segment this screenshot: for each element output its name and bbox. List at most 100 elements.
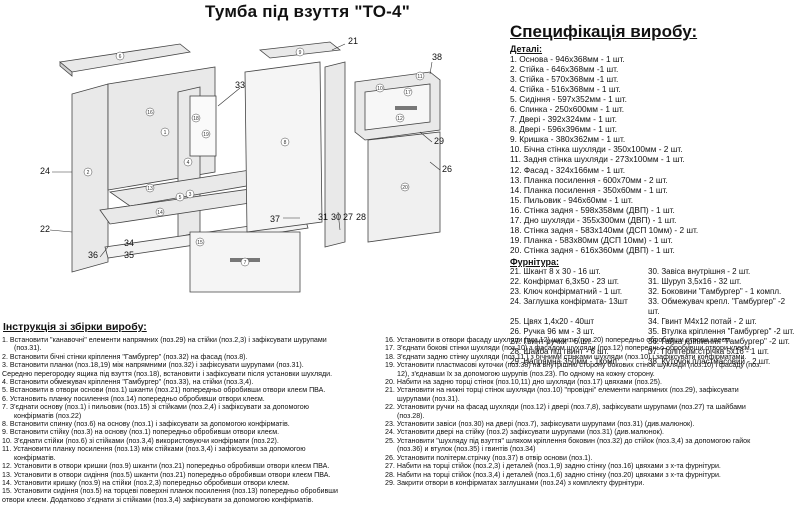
fitting-item: 37. Політерм.стрічка 5х16 - 1 шт. [648, 347, 769, 357]
part-marker: 5 [179, 195, 182, 201]
part-item: 4. Стійка - 516х368мм - 1 шт. [510, 84, 621, 95]
part-marker: 19 [203, 132, 209, 138]
fitting-item: 25. Цвях 1,4х20 - 40шт [510, 317, 595, 327]
callout-label: 21 [348, 36, 358, 46]
part-item: 12. Фасад - 324х166мм - 1 шт. [510, 164, 626, 175]
part-item: 9. Кришка - 380х362мм - 1 шт. [510, 134, 626, 145]
fitting-item: 36. Гайка кріплення "Гамбургер" -2 шт. [648, 337, 790, 347]
instruction-step: 14. Установити кришку (поз.9) на стійки … [2, 478, 290, 487]
instruction-step: 5. Встановити в отвори основи (поз.1) шк… [2, 386, 326, 395]
part-item: 20. Стінка задня - 616х360мм (ДВП) - 1 ш… [510, 244, 675, 255]
instruction-step: 17. З'єднати бокові стінки шухляди (поз.… [385, 344, 752, 353]
fitting-item: 30. Завіса внутрішня - 2 шт. [648, 266, 751, 276]
part-item: 14. Планка посилення - 350х60мм - 1 шт. [510, 184, 668, 195]
part-item: 6. Спинка - 250х600мм - 1 шт. [510, 104, 625, 115]
callout-label: 24 [40, 166, 50, 176]
instruction-step: 12. Установити в отвори кришки (поз.9) ш… [2, 462, 330, 471]
part-item: 2. Стійка - 646х368мм -1 шт. [510, 64, 619, 75]
right-stand [324, 61, 346, 248]
part-marker: 13 [147, 186, 153, 192]
instruction-step: 25. Установити "шухляду під взуття" шлях… [385, 436, 751, 445]
instruction-step: 15. Установити сидіння (поз.5) на торцев… [2, 487, 338, 496]
part-marker: 15 [197, 240, 203, 246]
instruction-step: 6. Установить планку посилення (поз.14) … [2, 394, 265, 403]
fitting-item: 21. Шкант 8 х 30 - 16 шт. [510, 266, 601, 276]
callout-label: 30 [331, 212, 341, 222]
instruction-step: (поз.28). [397, 411, 425, 420]
fitting-item: 23. Ключ конфірматний - 1 шт. [510, 287, 623, 297]
instruction-step: 8. Встановити спинку (поз.6) на основу (… [2, 420, 290, 429]
exploded-assembly-diagram: 21 38 33 24 22 36 35 34 37 31 30 27 28 2… [40, 36, 452, 293]
part-marker: 7 [244, 260, 247, 266]
part-item: 8. Двері - 596х396мм - 1 шт. [510, 124, 617, 135]
part-item: 10. Бічна стінка шухляди - 350х100мм - 2… [510, 144, 683, 155]
part-item: 18. Стінка задня - 583х140мм (ДСП 10мм) … [510, 224, 699, 235]
callout-label: 35 [124, 250, 134, 260]
fitting-item: 27. Гвинт ручки - 6 шт. [510, 337, 592, 347]
part-marker: 10 [377, 86, 383, 92]
part-marker: 11 [417, 74, 422, 80]
instructions-left-column: 1. Встановити "канавочні" елементи напря… [2, 336, 377, 504]
fitting-item: 29. Напрямна 350мм - 1комп. [510, 357, 620, 367]
instruction-step: 26. Установити політерм.стрічку (поз.37)… [385, 453, 593, 462]
fitting-item: 26. Ручка 96 мм - 3 шт. [510, 327, 595, 337]
instruction-step: отвори клеєм. Додатково з'єднати зі стій… [2, 495, 314, 504]
callout-label: 31 [318, 212, 328, 222]
part-marker: 20 [402, 185, 408, 191]
part-marker: 4 [187, 160, 190, 166]
part-item: 13. Планка посилення - 600х70мм - 2 шт. [510, 174, 668, 185]
fitting-item: 35. Втулка кріплення "Гамбургер" -2 шт. [648, 327, 795, 337]
callout-label: 22 [40, 224, 50, 234]
fitting-item: 28. Шайба під гвинт - 6 шт. [510, 347, 609, 357]
instruction-step: 3. Встановити планки (поз.18,19) між нап… [2, 361, 304, 370]
instruction-step: 1. Встановити "канавочні" елементи напря… [2, 336, 327, 344]
instruction-step: (поз.31). [14, 344, 42, 353]
callout-label: 33 [235, 80, 245, 90]
specification-panel: Специфікація виробу: Деталі: 1. Основа -… [508, 22, 798, 367]
part-item: 15. Пильовик - 946х60мм - 1 шт. [510, 194, 634, 205]
instruction-step: 7. З'єднати основу (поз.1) і пильовик (п… [2, 403, 309, 412]
part-marker: 17 [405, 90, 411, 96]
instruction-step: 24. Установити двері на стійку (поз.2) з… [385, 428, 665, 437]
part-item: 11. Задня стінка шухляди - 273х100мм - 1… [510, 154, 685, 165]
instruction-step: 29. Закрити отвори в конфірматах заглушк… [385, 478, 645, 487]
instruction-step: (поз.36) и втулок (поз.35) і гвинтів (по… [397, 445, 536, 454]
fitting-item: 32. Боковини "Гамбургер" - 1 компл. [648, 287, 782, 297]
instruction-step: конфірматів (поз.22) [14, 411, 82, 420]
left-stand [71, 83, 109, 273]
part-marker: 8 [284, 140, 287, 146]
instruction-step: конфірматів. [14, 453, 56, 462]
instruction-step: 16. Установити в отвори фасаду шухляди (… [385, 336, 732, 344]
instruction-step: 20. Набити на задню торці стінок (поз.10… [385, 378, 662, 387]
instruction-step: 2. Встановити бічні стінки кріплення "Га… [2, 352, 248, 361]
fitting-item: 34. Гвинт М4х12 потай - 2 шт. [648, 317, 757, 327]
instructions-right-column: 16. Установити в отвори фасаду шухляди (… [385, 336, 797, 487]
fitting-item: 24. Заглушка конфірмата- 13шт [510, 297, 628, 307]
instruction-step: 10. З'єднати стійки (поз.6) зі стійками … [2, 436, 279, 445]
callout-label: 38 [432, 52, 442, 62]
part-marker: 2 [87, 170, 90, 176]
part-marker: 16 [147, 110, 153, 116]
part-item: 16. Стінка задня - 598х358мм (ДВП) - 1 ш… [510, 204, 675, 215]
instruction-step: 18. З'єднати задню стінку шухляди (поз.1… [385, 352, 747, 361]
instruction-step: 4. Встановити обмежувач кріплення "Гамбу… [2, 378, 254, 387]
instruction-step: 21. Установити на нижні торці стінок шух… [385, 386, 739, 395]
part-item: 17. Дно шухляди - 355х300мм (ДВП) - 1 шт… [510, 214, 677, 225]
part-item: 5. Сидіння - 597х352мм - 1 шт. [510, 94, 627, 105]
instruction-step: 11. Установити планку посилення (поз.13)… [2, 445, 306, 454]
fitting-item: 22. Конфірмат 6,3х50 - 23 шт. [510, 276, 620, 286]
part-marker: 18 [193, 116, 199, 122]
page-title: Тумба під взуття "ТО-4" [205, 2, 410, 21]
instruction-step: 13. Установити в отвори сидіння (поз.5) … [2, 470, 331, 479]
fittings-list: 21. Шкант 8 х 30 - 16 шт. 30. Завіса внут… [510, 267, 798, 367]
spec-heading: Специфікація виробу: [510, 22, 698, 41]
fittings-heading: Фурнітура: [510, 256, 560, 267]
callout-label: 28 [356, 212, 366, 222]
part-marker: 6 [119, 54, 122, 60]
instruction-step: 22. Установити ручки на фасад шухляди (п… [385, 403, 746, 412]
part-marker: 3 [189, 192, 192, 198]
parts-list: 1. Основа - 946х368мм - 1 шт.2. Стійка -… [510, 54, 798, 255]
part-marker: 9 [299, 50, 302, 56]
part-item: 19. Планка - 583х80мм (ДСП 10мм) - 1 шт. [510, 234, 673, 245]
part-marker: 12 [397, 116, 403, 122]
